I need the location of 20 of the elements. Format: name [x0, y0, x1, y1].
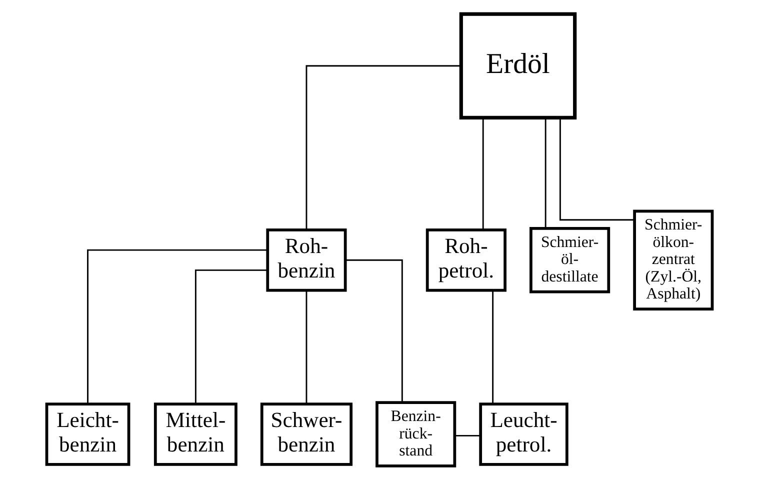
node-box: Roh- petrol. [426, 228, 506, 292]
connector [306, 290, 308, 404]
connector [482, 118, 484, 230]
node-box: Schmier- öl- destillate [530, 227, 610, 294]
connector [306, 65, 461, 230]
node-box: Schmier- ölkon- zentrat (Zyl.-Öl, Asphalt) [633, 210, 714, 310]
connector [454, 434, 480, 436]
node-box: Roh- benzin [266, 228, 347, 292]
node-box: Leucht- petrol. [479, 402, 568, 466]
connector [544, 118, 546, 228]
node-box: Schwer- benzin [260, 402, 353, 466]
connector [492, 290, 494, 404]
connector [345, 259, 403, 402]
connector [559, 118, 634, 221]
node-box: Mittel- benzin [154, 402, 238, 466]
node-box: Benzin- rück- stand [376, 401, 456, 468]
connector [194, 270, 268, 404]
node-box: Leicht- benzin [45, 402, 130, 466]
node-box: Erdöl [459, 12, 577, 120]
connector [87, 249, 268, 404]
